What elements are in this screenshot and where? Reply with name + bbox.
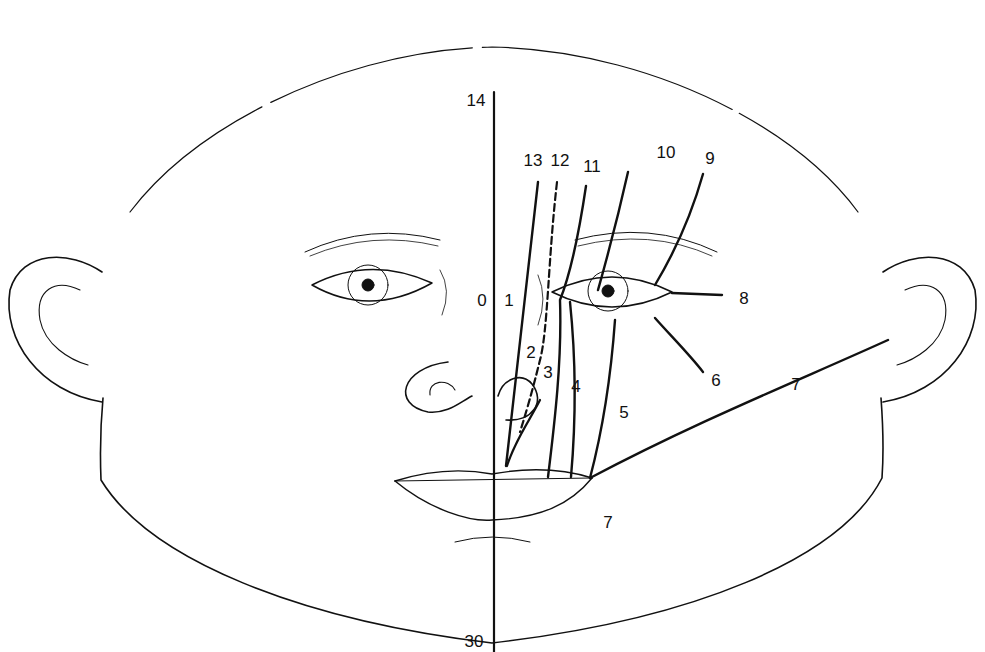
callout-number: 13	[524, 152, 543, 169]
callout-number: 0	[477, 292, 486, 309]
callout-number: 7	[791, 376, 800, 393]
callout-number: 9	[705, 150, 714, 167]
callout-number: 3	[543, 364, 552, 381]
callout-number: 12	[551, 152, 570, 169]
callout-number: 6	[711, 372, 720, 389]
callout-number: 10	[657, 144, 676, 161]
callout-number: 5	[619, 404, 628, 421]
callout-number: 2	[526, 344, 535, 361]
callout-number: 14	[467, 92, 486, 109]
callout-number: 4	[571, 378, 580, 395]
callout-number: 8	[739, 290, 748, 307]
callout-number: 7	[603, 514, 612, 531]
callout-number: 11	[583, 158, 601, 175]
callout-number: 1	[504, 292, 513, 309]
callout-number: 30	[465, 633, 484, 650]
